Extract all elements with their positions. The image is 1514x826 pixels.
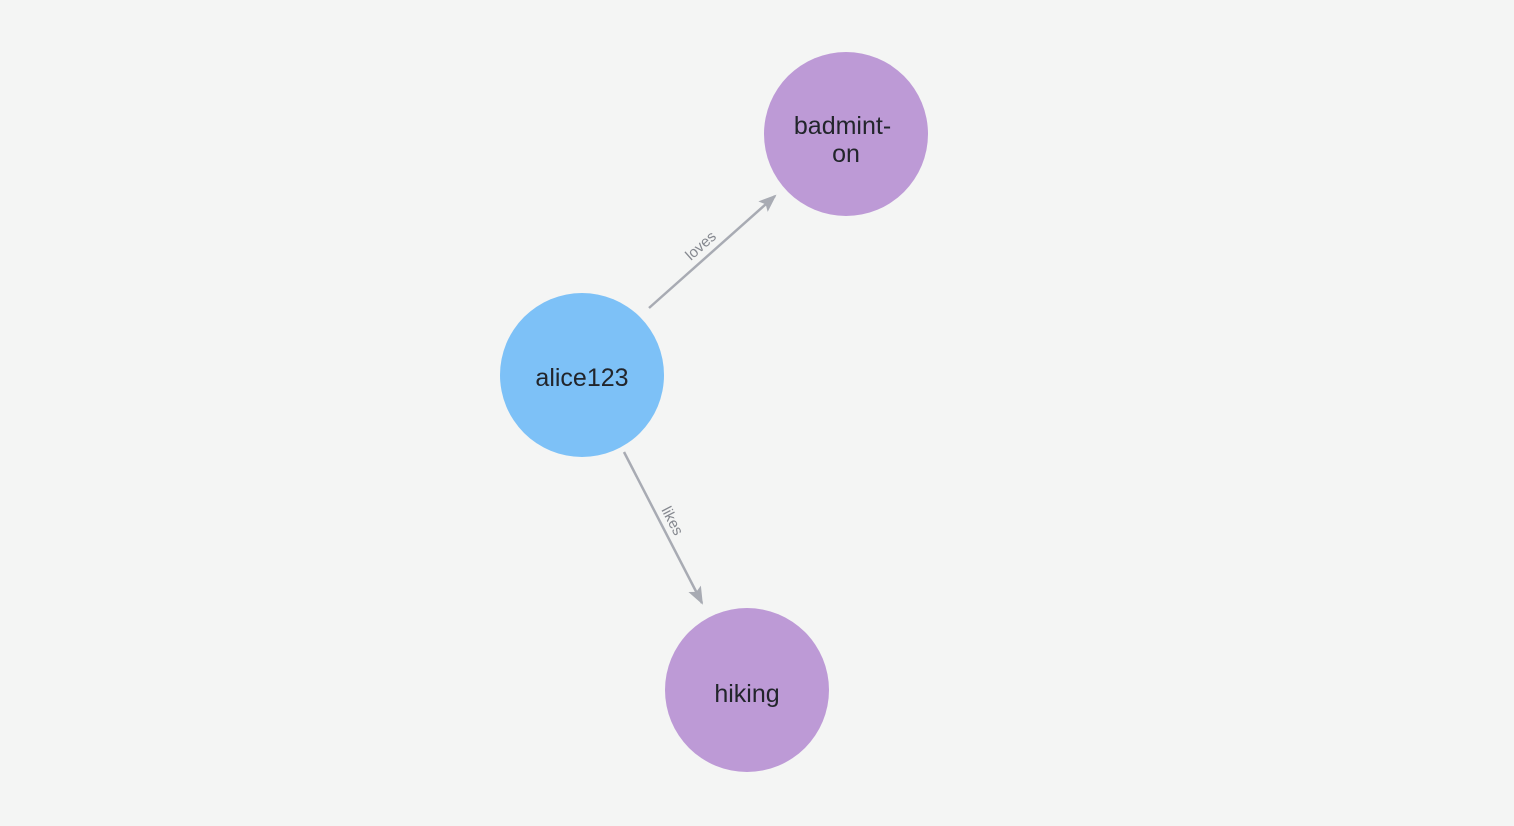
edge-line-likes[interactable] (622, 451, 704, 605)
node-hiking[interactable]: hiking (665, 608, 829, 772)
edge-line-loves[interactable] (648, 194, 777, 309)
node-badminton[interactable]: badmint- on (764, 52, 928, 216)
node-circle-alice123[interactable] (500, 293, 664, 457)
node-alice123[interactable]: alice123 (500, 293, 664, 457)
node-circle-badminton[interactable] (764, 52, 928, 216)
node-circle-hiking[interactable] (665, 608, 829, 772)
